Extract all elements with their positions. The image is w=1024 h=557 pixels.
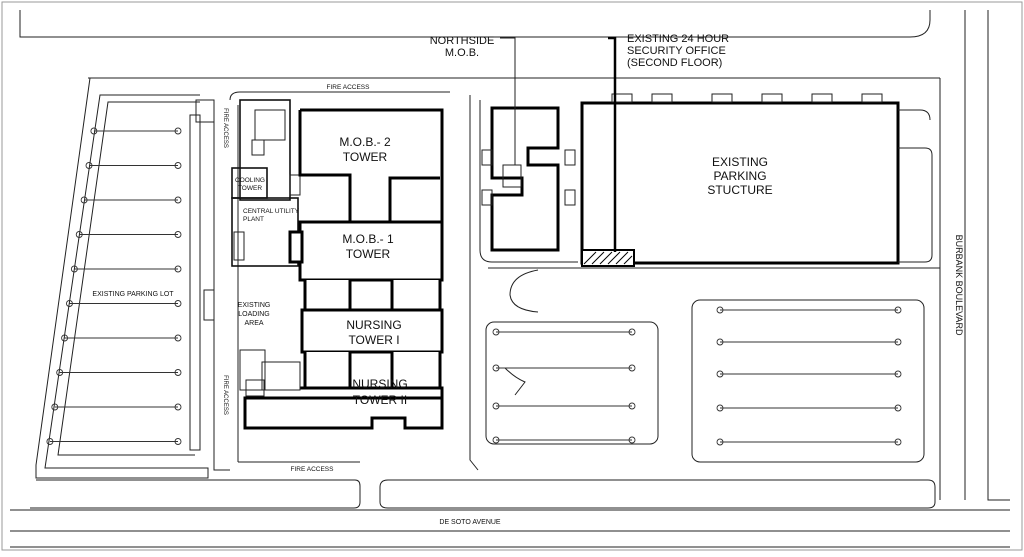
northside-mob-label-2: M.O.B. — [445, 47, 479, 59]
parking-stall-end — [75, 231, 83, 238]
parking-stall-end — [46, 438, 54, 445]
parking-stall-end — [628, 402, 636, 410]
parking-structure-label-3: STUCTURE — [707, 183, 772, 197]
leader-lines — [500, 36, 617, 252]
parking-stall-end — [174, 265, 182, 273]
streets — [10, 10, 1010, 548]
mob1-label-1: M.O.B.- 1 — [342, 232, 394, 246]
west-parking-lot — [35, 77, 215, 479]
parking-stall-end — [492, 436, 500, 444]
parking-stall-end — [66, 300, 73, 307]
de-soto-avenue-label: DE SOTO AVENUE — [439, 519, 501, 526]
fire-access-lower-left-label: FIRE ACCESS — [222, 375, 228, 415]
security-office-label-2: SECURITY OFFICE — [627, 45, 726, 57]
hospital-buildings — [239, 108, 444, 430]
parking-stall-end — [174, 300, 182, 307]
parking-stall-end — [174, 403, 182, 411]
parking-stall-end — [628, 436, 636, 444]
parking-stall-end — [85, 162, 93, 169]
loading-area-label-3: AREA — [244, 320, 263, 327]
northside-mob — [481, 106, 576, 252]
fire-access-top-label: FIRE ACCESS — [327, 84, 371, 91]
parking-stall-end — [492, 402, 500, 410]
nursing1-label-2: TOWER I — [348, 333, 399, 347]
parking-stall-end — [70, 265, 78, 273]
cup-label-1: CENTRAL UTILITY — [243, 208, 300, 215]
parking-lot-label: EXISTING PARKING LOT — [92, 291, 174, 298]
parking-stall-end — [716, 438, 724, 446]
northside-mob-label-1: NORTHSIDE — [430, 35, 495, 47]
east-parking — [469, 95, 940, 471]
parking-stall-end — [174, 438, 182, 445]
parking-stall-end — [174, 369, 182, 376]
parking-stall-end — [174, 231, 182, 238]
parking-stall-end — [51, 403, 59, 411]
parking-structure-label-1: EXISTING — [712, 155, 768, 169]
parking-stall-end — [90, 127, 98, 135]
parking-stall-end — [628, 364, 636, 372]
mob2-label-1: M.O.B.- 2 — [339, 135, 391, 149]
parking-stall-end — [894, 404, 902, 412]
loading-area-label-2: LOADING — [238, 311, 270, 318]
nursing1-label-1: NURSING — [346, 318, 401, 332]
security-office-label-3: (SECOND FLOOR) — [627, 57, 722, 69]
parking-stall-end — [628, 328, 636, 336]
parking-stall-end — [894, 438, 902, 446]
parking-stall-end — [174, 196, 182, 204]
parking-stall-end — [56, 369, 64, 376]
parking-stall-end — [894, 370, 902, 378]
parking-structure — [580, 93, 933, 267]
cup-label-2: PLANT — [243, 216, 264, 223]
nursing2-label-1: NURSING — [352, 377, 407, 391]
parking-structure-label-2: PARKING — [713, 169, 766, 183]
parking-stall-end — [716, 370, 724, 378]
parking-stall-end — [174, 334, 182, 342]
burbank-boulevard-label: BURBANK BOULEVARD — [954, 235, 964, 336]
fire-access-upper-left-label: FIRE ACCESS — [222, 108, 228, 148]
security-office-label-1: EXISTING 24 HOUR — [627, 33, 729, 45]
parking-stall-end — [716, 338, 724, 346]
parking-stall-end — [174, 127, 182, 135]
parking-stall-end — [894, 306, 902, 314]
parking-stall-end — [492, 364, 500, 372]
fire-access-bottom-label: FIRE ACCESS — [291, 466, 335, 473]
mob2-label-2: TOWER — [343, 150, 388, 164]
mob1-label-2: TOWER — [346, 247, 391, 261]
parking-stall-end — [492, 328, 500, 336]
loading-area-label-1: EXISTING — [238, 302, 271, 309]
parking-stall-end — [80, 196, 88, 204]
parking-stall-end — [716, 404, 724, 412]
nursing2-label-2: TOWER II — [353, 393, 407, 407]
map-labels: NORTHSIDE M.O.B. EXISTING 24 HOUR SECURI… — [92, 33, 964, 526]
parking-stall-end — [174, 162, 182, 169]
cooling-tower-label-2: TOWER — [238, 185, 262, 192]
parking-stall-end — [894, 338, 902, 346]
fire-lane-west — [213, 100, 230, 471]
parking-stall-end — [716, 306, 724, 314]
cooling-tower-label-1: COOLING — [235, 177, 265, 184]
parking-stall-end — [61, 334, 69, 342]
